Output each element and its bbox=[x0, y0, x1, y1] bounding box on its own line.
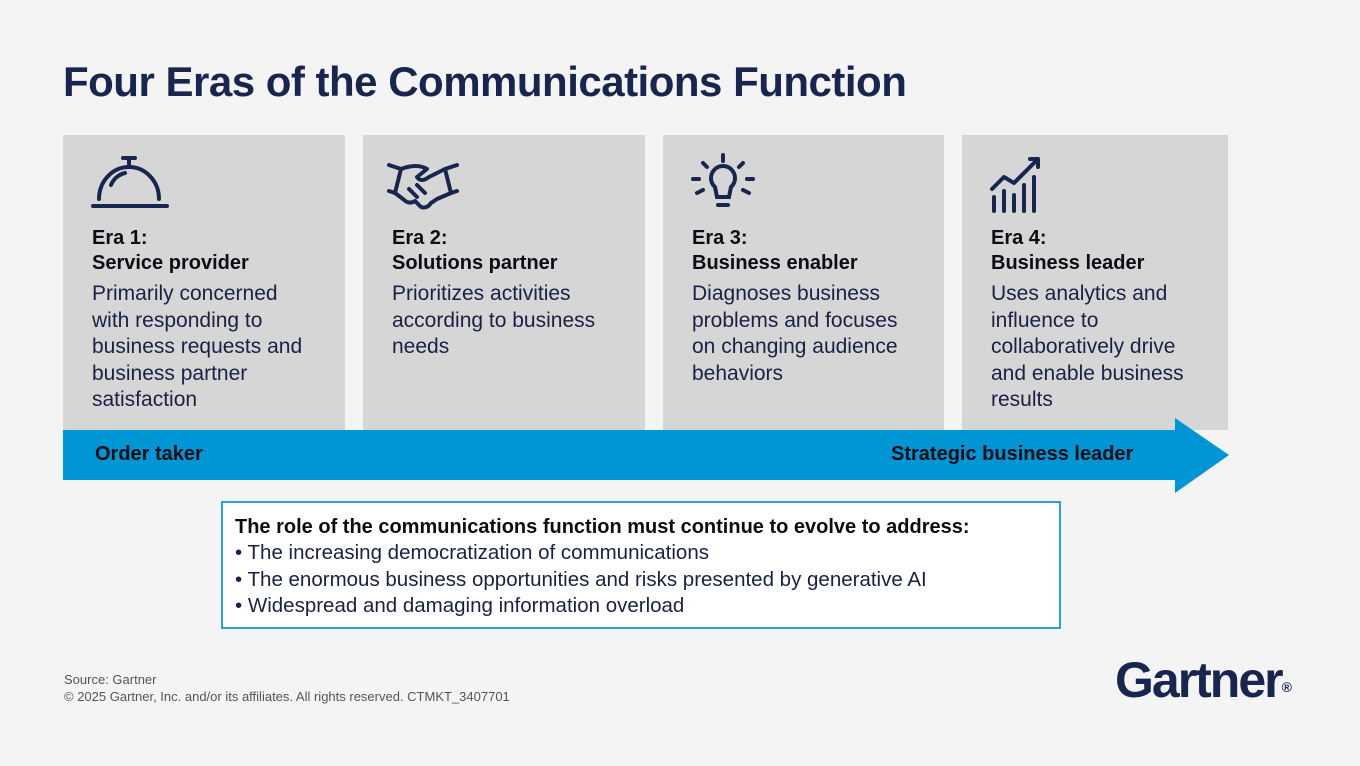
era-name: Business leader bbox=[991, 252, 1145, 274]
source-note: Source: Gartner bbox=[64, 672, 157, 687]
arrow-end-label: Strategic business leader bbox=[891, 443, 1134, 465]
gartner-logo: Gartner® bbox=[1115, 651, 1292, 709]
era-number: Era 2: bbox=[392, 227, 448, 249]
era-name: Business enabler bbox=[692, 252, 858, 274]
era-description: Primarily concerned with responding to b… bbox=[92, 282, 303, 411]
logo-text: Gartner bbox=[1115, 652, 1284, 708]
registered-mark: ® bbox=[1281, 679, 1292, 695]
era-number: Era 1: bbox=[92, 227, 148, 249]
growth-chart-icon bbox=[990, 155, 1070, 215]
arrow-start-label: Order taker bbox=[95, 443, 203, 465]
era-name: Service provider bbox=[92, 252, 249, 274]
page-title: Four Eras of the Communications Function bbox=[63, 58, 907, 105]
era-2-card: Era 2: Solutions partner Prioritizes act… bbox=[363, 135, 645, 430]
era-number: Era 4: bbox=[991, 227, 1047, 249]
era-3-card: Era 3: Business enabler Diagnoses busine… bbox=[663, 135, 944, 430]
evolution-note-box: The role of the communications function … bbox=[221, 501, 1061, 629]
era-4-card: Era 4: Business leader Uses analytics an… bbox=[962, 135, 1228, 430]
era-number: Era 3: bbox=[692, 227, 748, 249]
progression-arrow bbox=[63, 418, 1229, 493]
handshake-icon bbox=[387, 155, 467, 215]
note-bullet-list: The increasing democratization of commun… bbox=[235, 540, 1047, 620]
service-bell-icon bbox=[91, 155, 171, 215]
note-bullet: Widespread and damaging information over… bbox=[235, 593, 1047, 620]
note-bullet: The enormous business opportunities and … bbox=[235, 567, 1047, 594]
era-name: Solutions partner bbox=[392, 252, 558, 274]
era-description: Prioritizes activities according to busi… bbox=[392, 282, 596, 358]
note-heading: The role of the communications function … bbox=[235, 516, 970, 538]
copyright-note: © 2025 Gartner, Inc. and/or its affiliat… bbox=[64, 689, 510, 704]
era-1-card: Era 1: Service provider Primarily concer… bbox=[63, 135, 345, 430]
era-description: Diagnoses business problems and focuses … bbox=[692, 282, 898, 385]
lightbulb-icon bbox=[691, 153, 771, 215]
era-description: Uses analytics and influence to collabor… bbox=[991, 282, 1184, 411]
note-bullet: The increasing democratization of commun… bbox=[235, 540, 1047, 567]
